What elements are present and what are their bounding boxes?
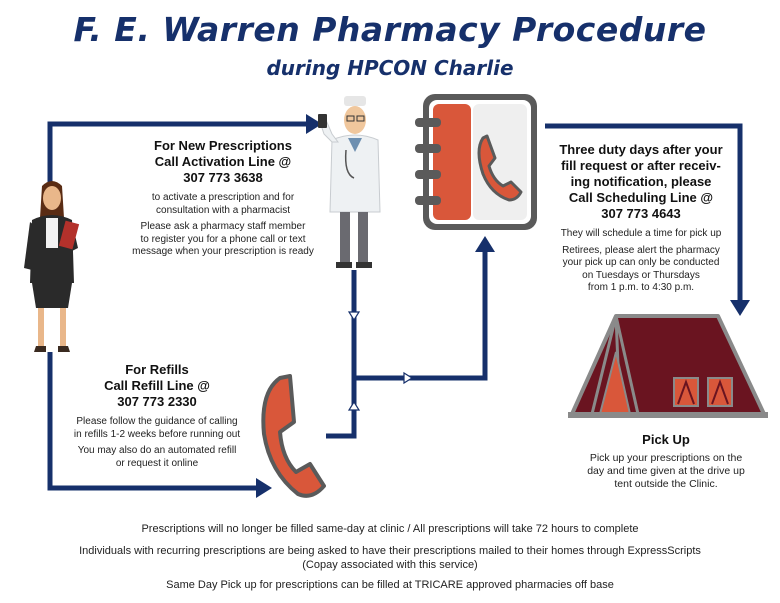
arrow-to-pharmacist	[47, 121, 310, 182]
refills-heading-1: For Refills	[125, 362, 189, 377]
refills-line: in refills 1-2 weeks before running out	[73, 428, 241, 440]
scheduling-line: on Tuesdays or Thursdays	[582, 269, 700, 281]
refills-line: Please follow the guidance of calling	[76, 416, 238, 427]
new-prescriptions-block: For New Prescriptions Call Activation Li…	[118, 138, 328, 259]
arrow-to-tent	[545, 123, 743, 300]
pickup-heading: Pick Up	[642, 432, 690, 447]
chevron-down-mid	[347, 311, 361, 322]
refills-phone: 307 773 2330	[117, 394, 197, 409]
chevron-up-mid	[347, 400, 361, 411]
new-rx-heading-2: Call Activation Line @	[154, 154, 292, 169]
arrow-to-phonebook	[354, 250, 488, 381]
new-rx-phone: 307 773 3638	[183, 170, 263, 185]
pickup-block: Pick Up Pick up your prescriptions on th…	[566, 432, 766, 491]
refills-line: or request it online	[115, 457, 199, 469]
scheduling-line: your pick up can only be conducted	[562, 257, 720, 268]
arrow-to-refill-phone	[47, 352, 260, 491]
refills-line: You may also do an automated refill	[77, 445, 237, 456]
new-rx-heading-1: For New Prescriptions	[154, 138, 292, 153]
businesswoman-icon	[24, 181, 80, 352]
scheduling-block: Three duty days after your fill request …	[548, 142, 734, 295]
chevron-right-mid	[403, 371, 414, 385]
footer-notice-1: Prescriptions will no longer be filled s…	[141, 523, 639, 535]
new-rx-line: to register you for a phone call or text	[140, 233, 306, 245]
page-title: F. E. Warren Pharmacy Procedure	[73, 10, 707, 49]
footer-notice-2: Individuals with recurring prescriptions…	[79, 545, 701, 557]
scheduling-heading-1: Three duty days after your	[559, 142, 723, 157]
refills-block: For Refills Call Refill Line @ 307 773 2…	[62, 362, 252, 470]
phone-handset-icon	[261, 374, 326, 498]
new-rx-line: to activate a prescription and for	[151, 192, 295, 203]
pharmacist-icon	[318, 96, 381, 268]
scheduling-heading-2: fill request or after receiv-	[561, 158, 721, 173]
arrowhead-pharmacist	[306, 114, 322, 134]
scheduling-phone: 307 773 4643	[601, 206, 681, 221]
arrowhead-tent	[730, 300, 750, 316]
scheduling-line: from 1 p.m. to 4:30 p.m.	[587, 282, 695, 293]
scheduling-heading-4: Call Scheduling Line @	[568, 190, 714, 205]
scheduling-line: They will schedule a time for pick up	[560, 228, 722, 239]
scheduling-heading-3: ing notification, please	[570, 174, 712, 189]
pickup-line: Pick up your prescriptions on the	[589, 452, 743, 464]
arrow-phone-up	[326, 378, 357, 439]
arrowhead-refill-phone	[256, 478, 272, 498]
arrowhead-phonebook	[475, 236, 495, 252]
new-rx-line: message when your prescription is ready	[132, 246, 314, 257]
page-subtitle: during HPCON Charlie	[266, 56, 514, 80]
scheduling-line: Retirees, please alert the pharmacy	[562, 244, 720, 256]
tent-icon	[568, 314, 768, 418]
footer-notice-4: Same Day Pick up for prescriptions can b…	[166, 579, 614, 591]
pickup-line: tent outside the Clinic.	[614, 478, 718, 490]
new-rx-line: Please ask a pharmacy staff member	[140, 221, 306, 232]
phonebook-icon	[415, 94, 537, 230]
footer-notice-3: (Copay associated with this service)	[302, 559, 478, 571]
pickup-line: day and time given at the drive up	[587, 465, 745, 477]
refills-heading-2: Call Refill Line @	[104, 378, 210, 393]
new-rx-line: consultation with a pharmacist	[156, 204, 290, 216]
